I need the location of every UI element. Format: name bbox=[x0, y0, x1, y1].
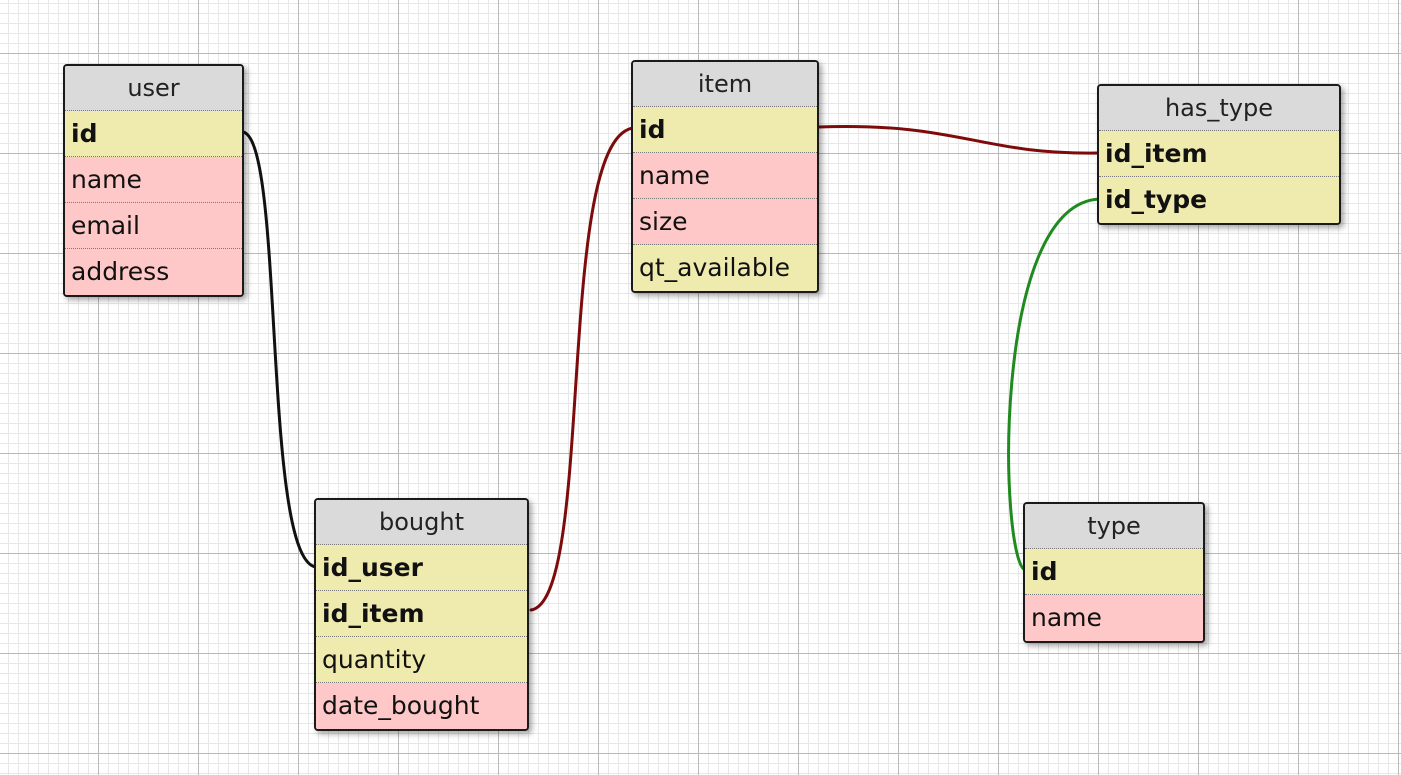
field-email[interactable]: email bbox=[65, 203, 242, 249]
field-quantity[interactable]: quantity bbox=[316, 637, 527, 683]
field-id[interactable]: id bbox=[1025, 549, 1203, 595]
relation-user-id-to-bought-id-user bbox=[241, 130, 318, 569]
relation-item-id-to-has-type-id-item bbox=[816, 125, 1101, 155]
field-qt-available[interactable]: qt_available bbox=[633, 245, 817, 291]
table-item[interactable]: item id name size qt_available bbox=[631, 60, 819, 293]
table-title[interactable]: bought bbox=[316, 500, 527, 545]
field-date-bought[interactable]: date_bought bbox=[316, 683, 527, 729]
table-user[interactable]: user id name email address bbox=[63, 64, 244, 297]
table-title[interactable]: item bbox=[633, 62, 817, 107]
field-size[interactable]: size bbox=[633, 199, 817, 245]
table-has-type[interactable]: has_type id_item id_type bbox=[1097, 84, 1341, 225]
field-address[interactable]: address bbox=[65, 249, 242, 295]
relation-bought-id-item-to-item-id bbox=[529, 126, 635, 612]
field-name[interactable]: name bbox=[1025, 595, 1203, 641]
field-id-type[interactable]: id_type bbox=[1099, 177, 1339, 223]
field-id-item[interactable]: id_item bbox=[1099, 131, 1339, 177]
table-type[interactable]: type id name bbox=[1023, 502, 1205, 643]
table-title[interactable]: has_type bbox=[1099, 86, 1339, 131]
field-id[interactable]: id bbox=[633, 107, 817, 153]
field-name[interactable]: name bbox=[633, 153, 817, 199]
table-title[interactable]: user bbox=[65, 66, 242, 111]
field-name[interactable]: name bbox=[65, 157, 242, 203]
field-id-item[interactable]: id_item bbox=[316, 591, 527, 637]
table-bought[interactable]: bought id_user id_item quantity date_bou… bbox=[314, 498, 529, 731]
table-title[interactable]: type bbox=[1025, 504, 1203, 549]
field-id[interactable]: id bbox=[65, 111, 242, 157]
field-id-user[interactable]: id_user bbox=[316, 545, 527, 591]
